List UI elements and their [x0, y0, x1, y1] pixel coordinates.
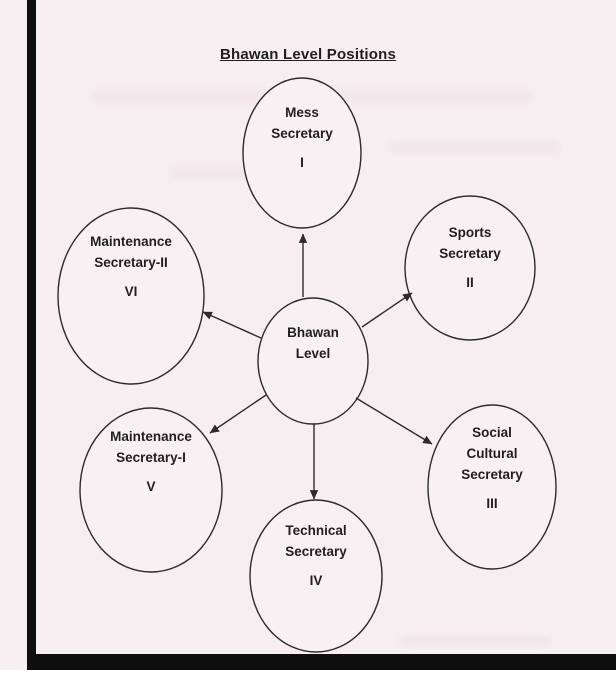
social-cultural-secretary-ellipse	[427, 404, 557, 570]
node-line: Cultural	[466, 446, 518, 461]
node-numeral: IV	[309, 573, 323, 588]
arrow-to-maintenance-secretary-2	[202, 311, 262, 339]
node-line: Secretary	[461, 467, 523, 482]
scan-left-border	[27, 0, 36, 661]
technical-secretary-label: Technical Secretary IV	[246, 520, 386, 591]
node-line: Mess	[285, 105, 319, 120]
maintenance-secretary-2-ellipse	[57, 207, 205, 385]
mess-secretary-ellipse	[242, 77, 362, 229]
arrow-to-maintenance-secretary-1	[209, 394, 267, 434]
bleed-through-smudge	[390, 142, 560, 153]
node-line: Maintenance	[90, 234, 172, 249]
bleed-through-smudge	[170, 168, 260, 178]
node-line: Secretary	[285, 544, 347, 559]
node-numeral: I	[300, 155, 304, 170]
maintenance-secretary-2-label: Maintenance Secretary-II VI	[46, 231, 216, 302]
node-line: Secretary	[439, 246, 501, 261]
scan-bottom-border	[27, 654, 616, 670]
node-line: Sports	[448, 225, 492, 240]
page-title: Bhawan Level Positions	[219, 46, 397, 63]
technical-secretary-ellipse	[249, 499, 383, 653]
node-line: Social	[472, 425, 512, 440]
node-line: Technical	[285, 523, 347, 538]
arrow-to-social-cultural-secretary	[355, 397, 433, 445]
node-line: Secretary	[271, 126, 333, 141]
node-numeral: V	[146, 479, 156, 494]
maintenance-secretary-1-label: Maintenance Secretary-I V	[66, 426, 236, 497]
sports-secretary-ellipse	[404, 195, 536, 341]
node-line: Secretary-I	[116, 450, 186, 465]
node-line: Bhawan	[287, 325, 339, 340]
node-line: Level	[295, 346, 331, 361]
node-numeral: II	[466, 275, 474, 290]
social-cultural-secretary-label: Social Cultural Secretary III	[427, 422, 557, 514]
node-numeral: III	[486, 496, 498, 511]
maintenance-secretary-1-ellipse	[79, 407, 223, 573]
bleed-through-smudge	[400, 636, 550, 646]
scan-bottom-margin	[0, 670, 616, 682]
arrow-to-sports-secretary	[361, 292, 413, 328]
mess-secretary-label: Mess Secretary I	[232, 102, 372, 173]
node-line: Secretary-II	[94, 255, 168, 270]
sports-secretary-label: Sports Secretary II	[400, 222, 540, 293]
node-line: Maintenance	[110, 429, 192, 444]
bhawan-level-center-label: Bhawan Level	[253, 322, 373, 364]
bhawan-level-center-ellipse	[257, 297, 369, 425]
node-numeral: VI	[124, 284, 138, 299]
